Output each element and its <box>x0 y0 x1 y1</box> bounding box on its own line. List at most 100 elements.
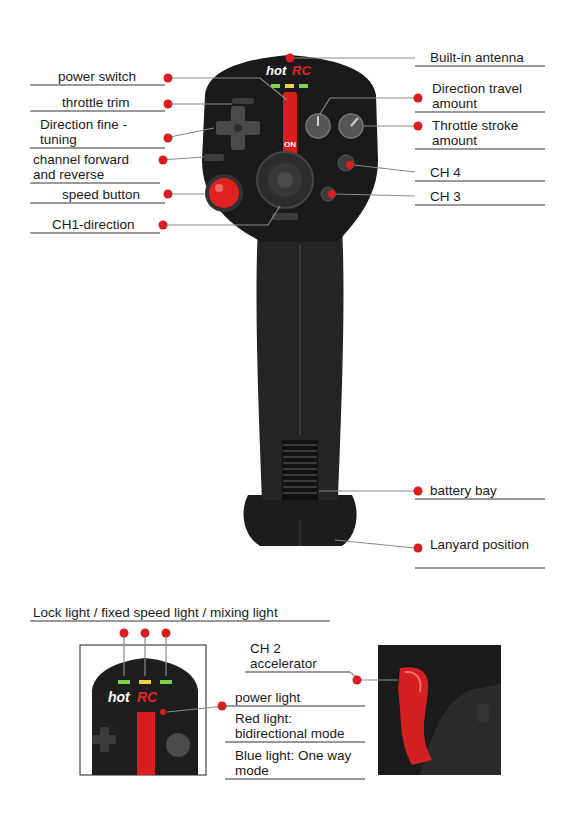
callout-dot <box>414 122 423 131</box>
part-label: speed button <box>62 187 172 202</box>
callout-dot <box>164 100 173 109</box>
transmitter <box>285 84 294 88</box>
underline <box>30 111 165 112</box>
transmitter <box>321 187 335 201</box>
transmitter <box>283 462 317 464</box>
leader-line <box>144 633 145 676</box>
transmitter <box>282 440 318 500</box>
trigger-inset <box>477 704 489 722</box>
transmitter <box>306 114 330 138</box>
underline <box>225 779 365 780</box>
underline <box>415 181 545 182</box>
underline <box>415 568 545 569</box>
transmitter <box>299 245 301 435</box>
leader-line <box>319 490 415 491</box>
part-label: power switch <box>58 69 168 84</box>
transmitter <box>202 55 378 546</box>
part-label: CH 3 <box>430 189 530 204</box>
transmitter <box>283 456 317 458</box>
light-inset <box>139 680 151 684</box>
light-inset <box>166 733 190 757</box>
part-label: Built-in antenna <box>430 50 560 65</box>
logo-text: hot <box>266 64 296 78</box>
light-inset <box>137 712 155 775</box>
transmitter <box>339 114 363 138</box>
callout-dot <box>159 221 168 230</box>
transmitter <box>351 118 358 126</box>
part-label: Direction fine -tuning <box>40 117 152 147</box>
trigger-inset <box>378 645 501 775</box>
transmitter <box>283 468 317 470</box>
part-label: Blue light: One way mode <box>235 748 365 778</box>
callout-dot <box>159 156 168 165</box>
callout-dot <box>328 190 336 198</box>
logo-text: RC <box>292 64 322 78</box>
leader-line <box>165 103 232 104</box>
transmitter <box>204 154 224 161</box>
underline <box>30 183 160 184</box>
logo-text: RC <box>137 690 167 705</box>
underline <box>30 233 160 234</box>
callout-dot <box>141 629 150 638</box>
underline <box>415 205 545 206</box>
underline <box>30 148 165 149</box>
switch-text: ON <box>283 140 297 149</box>
underline <box>415 66 545 67</box>
transmitter <box>209 178 239 208</box>
underline <box>225 742 365 743</box>
leader-line <box>335 194 415 196</box>
trigger-inset <box>420 684 501 775</box>
part-label: Throttle stroke amount <box>432 118 544 148</box>
part-label: Red light: bidirectional mode <box>235 711 365 741</box>
part-label: channel forward and reverse <box>33 152 155 182</box>
part-label: battery bay <box>430 483 545 498</box>
transmitter <box>338 155 354 171</box>
callout-dot <box>164 134 173 143</box>
transmitter <box>277 172 293 188</box>
transmitter <box>299 84 308 88</box>
transmitter <box>299 520 301 546</box>
callout-dot <box>414 487 423 496</box>
underline <box>30 203 165 204</box>
light-inset <box>160 680 172 684</box>
transmitter <box>244 495 357 546</box>
transmitter <box>205 174 243 212</box>
callout-dot <box>414 94 423 103</box>
leader-line <box>165 633 166 676</box>
part-label: Lanyard position <box>430 537 545 552</box>
transmitter <box>283 450 317 452</box>
transmitter <box>257 228 344 500</box>
transmitter <box>283 445 317 493</box>
part-label: CH 4 <box>430 165 530 180</box>
underline <box>30 85 165 86</box>
leader-line <box>167 706 225 712</box>
leader-line <box>123 633 124 676</box>
part-label: Lock light / fixed speed light / mixing … <box>33 605 343 620</box>
light-inset <box>118 680 130 684</box>
transmitter <box>268 163 302 197</box>
transmitter <box>283 480 317 482</box>
callout-dot <box>346 161 354 169</box>
transmitter <box>215 184 223 192</box>
leader-line <box>363 125 415 126</box>
transmitter <box>202 55 378 242</box>
transmitter <box>283 486 317 488</box>
transmitter <box>283 474 317 476</box>
leader-line <box>165 78 287 100</box>
underline <box>415 149 545 150</box>
transmitter <box>232 98 254 104</box>
leader-line <box>165 128 214 138</box>
underline <box>245 672 350 673</box>
transmitter <box>283 492 317 494</box>
transmitter <box>283 444 317 446</box>
callout-dot <box>353 676 362 685</box>
part-label: throttle trim <box>62 95 172 110</box>
logo-text: hot <box>108 690 138 705</box>
leader-line <box>335 540 415 548</box>
transmitter <box>257 152 313 208</box>
part-label: power light <box>235 690 365 705</box>
underline <box>415 499 545 500</box>
transmitter <box>272 213 298 220</box>
leader-line <box>160 206 280 225</box>
callout-dot <box>164 74 173 83</box>
